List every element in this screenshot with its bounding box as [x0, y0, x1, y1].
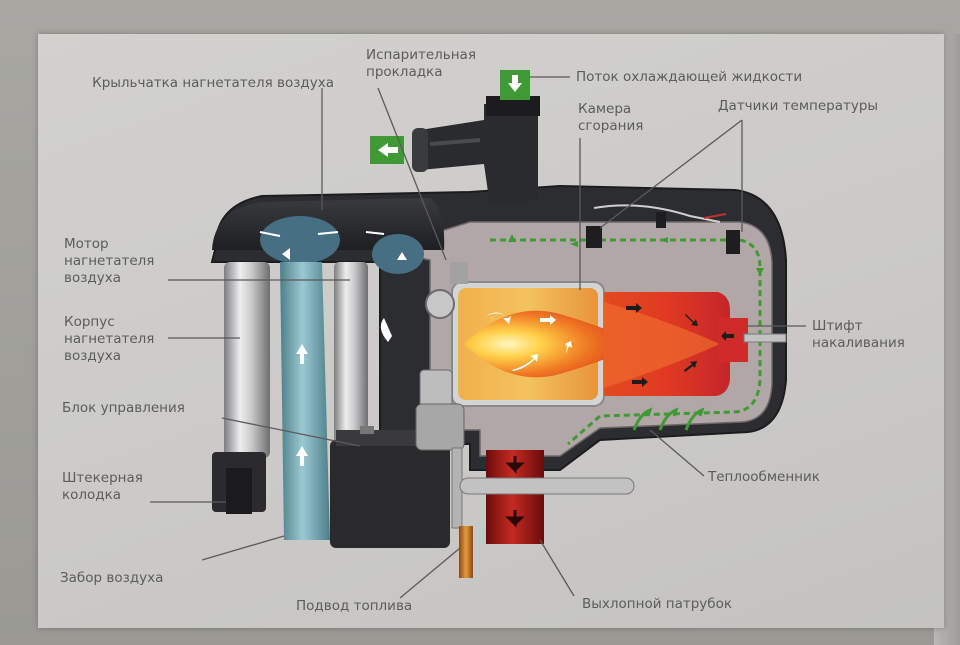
impeller — [259, 216, 424, 274]
label-control-unit: Блок управления — [62, 400, 185, 416]
label-motor-line1: Мотор — [64, 236, 109, 252]
blower-motor-cylinder — [224, 262, 270, 458]
label-combustion-chamber: Камера сгорания — [578, 101, 643, 135]
label-glow-pin-line1: Штифт — [812, 318, 863, 334]
label-temperature-sensors: Датчики температуры — [718, 98, 879, 114]
label-chamber-line1: Камера — [578, 101, 632, 117]
label-exhaust: Выхлопной патрубок — [582, 596, 733, 612]
air-flow-arrows — [282, 248, 407, 466]
label-glow-pin-line2: накаливания — [812, 335, 905, 351]
label-air-intake: Забор воздуха — [60, 570, 164, 586]
label-housing-line2: нагнетателя — [64, 331, 155, 347]
label-impeller: Крыльчатка нагнетателя воздуха — [92, 75, 334, 91]
label-heat-exchanger: Теплообменник — [708, 469, 820, 485]
label-motor-line3: воздуха — [64, 270, 121, 286]
coolant-arrows — [370, 70, 764, 431]
label-motor-line2: нагнетателя — [64, 253, 155, 269]
label-housing-line3: воздуха — [64, 348, 121, 364]
combustion-chamber — [380, 262, 787, 451]
label-blower-housing: Корпус нагнетателя воздуха — [64, 314, 154, 365]
label-chamber-line2: сгорания — [578, 118, 644, 134]
label-connector-line1: Штекерная — [62, 470, 143, 486]
fuel-supply-pipe — [451, 447, 635, 578]
leader-lines — [150, 76, 806, 599]
blower-housing-cylinder — [334, 262, 368, 452]
label-evaporator: Испарительная прокладка — [366, 47, 476, 81]
label-evaporator-line1: Испарительная — [366, 47, 476, 63]
coolant-elbow — [412, 96, 540, 206]
label-connector-line2: колодка — [62, 487, 122, 503]
temperature-sensors — [586, 204, 740, 254]
label-coolant-flow: Поток охлаждающей жидкости — [576, 69, 803, 85]
exhaust-pipe — [486, 450, 544, 544]
label-connector-block: Штекерная колодка — [62, 470, 143, 504]
label-glow-pin: Штифт накаливания — [812, 318, 905, 352]
label-fuel-supply: Подвод топлива — [296, 598, 413, 614]
label-evaporator-line2: прокладка — [366, 64, 443, 80]
label-blower-motor: Мотор нагнетателя воздуха — [64, 236, 154, 287]
air-duct — [280, 262, 330, 540]
label-housing-line1: Корпус — [64, 314, 115, 330]
